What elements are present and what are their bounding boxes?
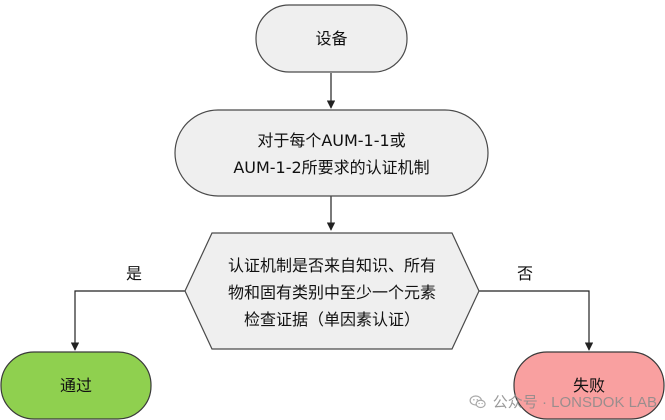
requirement-node bbox=[174, 109, 489, 197]
pass-node bbox=[0, 351, 152, 420]
fail-node-label: 失败 bbox=[573, 376, 605, 395]
branch-yes-label: 是 bbox=[126, 264, 142, 283]
connector-decision-to-fail bbox=[479, 290, 594, 351]
decision-line-2: 物和固有类别中至少一个元素 bbox=[228, 283, 436, 302]
branch-no-label: 否 bbox=[517, 264, 533, 283]
requirement-line-2: AUM-1-2所要求的认证机制 bbox=[233, 158, 429, 177]
device-node-label: 设备 bbox=[315, 29, 347, 48]
wechat-icon bbox=[469, 394, 486, 408]
fail-node bbox=[513, 351, 665, 420]
watermark-text: 公众号 · LONSDOK LAB bbox=[492, 394, 657, 411]
pass-node-label: 通过 bbox=[60, 376, 92, 395]
decision-line-3: 检查证据（单因素认证） bbox=[244, 310, 420, 329]
device-node bbox=[255, 4, 408, 73]
decision-line-1: 认证机制是否来自知识、所有 bbox=[228, 256, 436, 275]
decision-node bbox=[184, 232, 480, 350]
watermark: 公众号 · LONSDOK LAB bbox=[469, 391, 657, 412]
connector-decision-to-pass bbox=[70, 290, 185, 351]
requirement-line-1: 对于每个AUM-1-1或 bbox=[257, 131, 405, 150]
